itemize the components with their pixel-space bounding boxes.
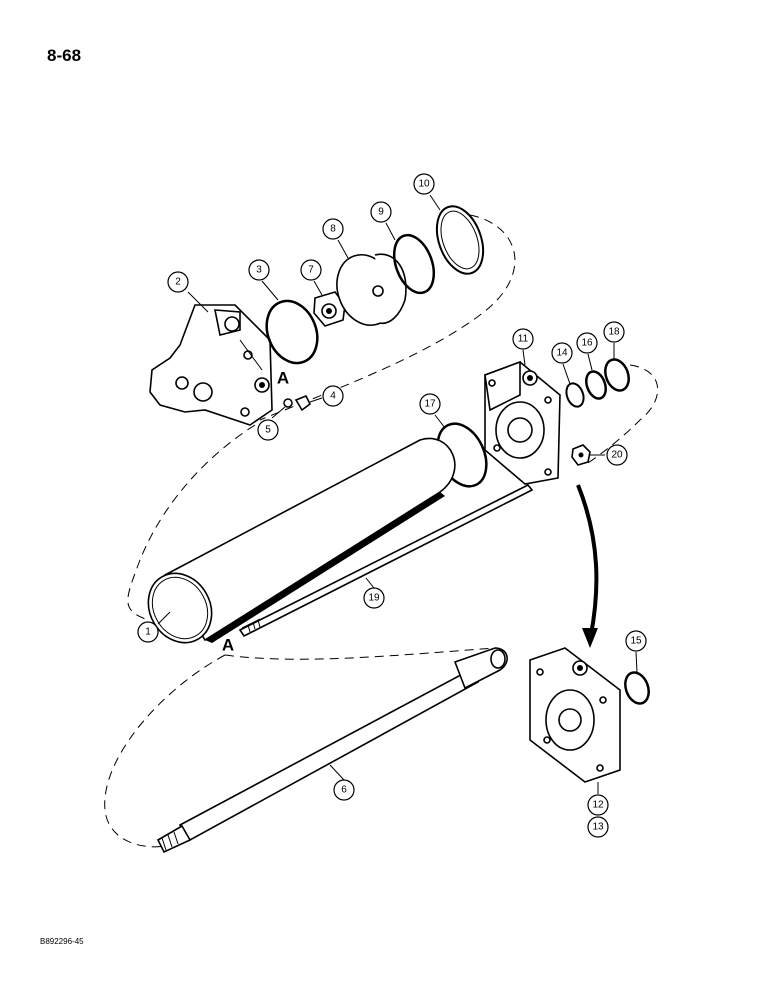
- callout-4: 4: [322, 385, 344, 407]
- tie-rod-nut: [571, 444, 591, 466]
- callout-7: 7: [300, 259, 322, 281]
- svg-text:11: 11: [518, 334, 529, 345]
- callout-2: 2: [167, 271, 189, 293]
- ring-15: [624, 671, 650, 705]
- page-number: 8-68: [47, 46, 82, 65]
- ring-16: [585, 370, 607, 400]
- clevis-end-cap: [149, 304, 273, 426]
- svg-text:6: 6: [341, 785, 347, 796]
- rod-end-cap: [484, 360, 561, 485]
- cylinder-barrel: [147, 437, 456, 644]
- callout-8: 8: [322, 218, 344, 240]
- callout-19: 19: [363, 587, 385, 609]
- svg-text:4: 4: [330, 391, 336, 402]
- svg-text:5: 5: [265, 425, 271, 436]
- seal-9: [392, 233, 436, 295]
- callout-6: 6: [333, 779, 355, 801]
- callout-20: 20: [606, 444, 628, 466]
- tie-rod: [238, 483, 534, 638]
- relocation-arrow: [576, 484, 599, 641]
- svg-text:1: 1: [145, 627, 151, 638]
- callout-14: 14: [551, 342, 573, 364]
- callout-10: 10: [413, 173, 435, 195]
- figure-code: B892296-45: [40, 937, 84, 946]
- callout-3: 3: [248, 259, 270, 281]
- svg-text:15: 15: [630, 636, 642, 647]
- wear-ring: [435, 205, 485, 275]
- alternate-end-cap: [529, 647, 621, 783]
- callout-9: 9: [370, 201, 392, 223]
- ref-letter-a-lower: A: [222, 636, 234, 655]
- o-ring-3: [265, 299, 319, 365]
- svg-text:3: 3: [256, 265, 262, 276]
- callout-17: 17: [419, 393, 441, 415]
- svg-text:17: 17: [424, 399, 436, 410]
- svg-text:14: 14: [556, 348, 568, 359]
- ref-letter-a-upper: A: [277, 369, 289, 388]
- callout-18: 18: [603, 321, 625, 343]
- svg-text:19: 19: [368, 593, 380, 604]
- plug-and-oring: [283, 394, 312, 412]
- svg-text:13: 13: [592, 822, 604, 833]
- svg-text:8: 8: [330, 224, 336, 235]
- piston-rod: [156, 647, 508, 854]
- callout-16: 16: [576, 332, 598, 354]
- svg-text:10: 10: [418, 179, 430, 190]
- callout-11: 11: [512, 328, 534, 350]
- svg-text:18: 18: [608, 327, 620, 338]
- arrow-head: [582, 628, 598, 648]
- callout-5: 5: [257, 419, 279, 441]
- leader-lines: [157, 194, 638, 794]
- assembly-dashed-lines: [104, 214, 658, 848]
- svg-text:9: 9: [378, 207, 384, 218]
- svg-text:7: 7: [308, 265, 314, 276]
- svg-text:16: 16: [581, 338, 593, 349]
- callout-12: 12: [587, 794, 609, 816]
- svg-text:20: 20: [611, 450, 623, 461]
- ring-14: [565, 382, 585, 408]
- callout-15: 15: [625, 630, 647, 652]
- piston-nut: [313, 291, 346, 327]
- callout-13: 13: [587, 816, 609, 838]
- svg-text:2: 2: [175, 277, 181, 288]
- svg-text:12: 12: [592, 800, 604, 811]
- ring-18: [604, 358, 630, 392]
- callout-1: 1: [137, 621, 159, 643]
